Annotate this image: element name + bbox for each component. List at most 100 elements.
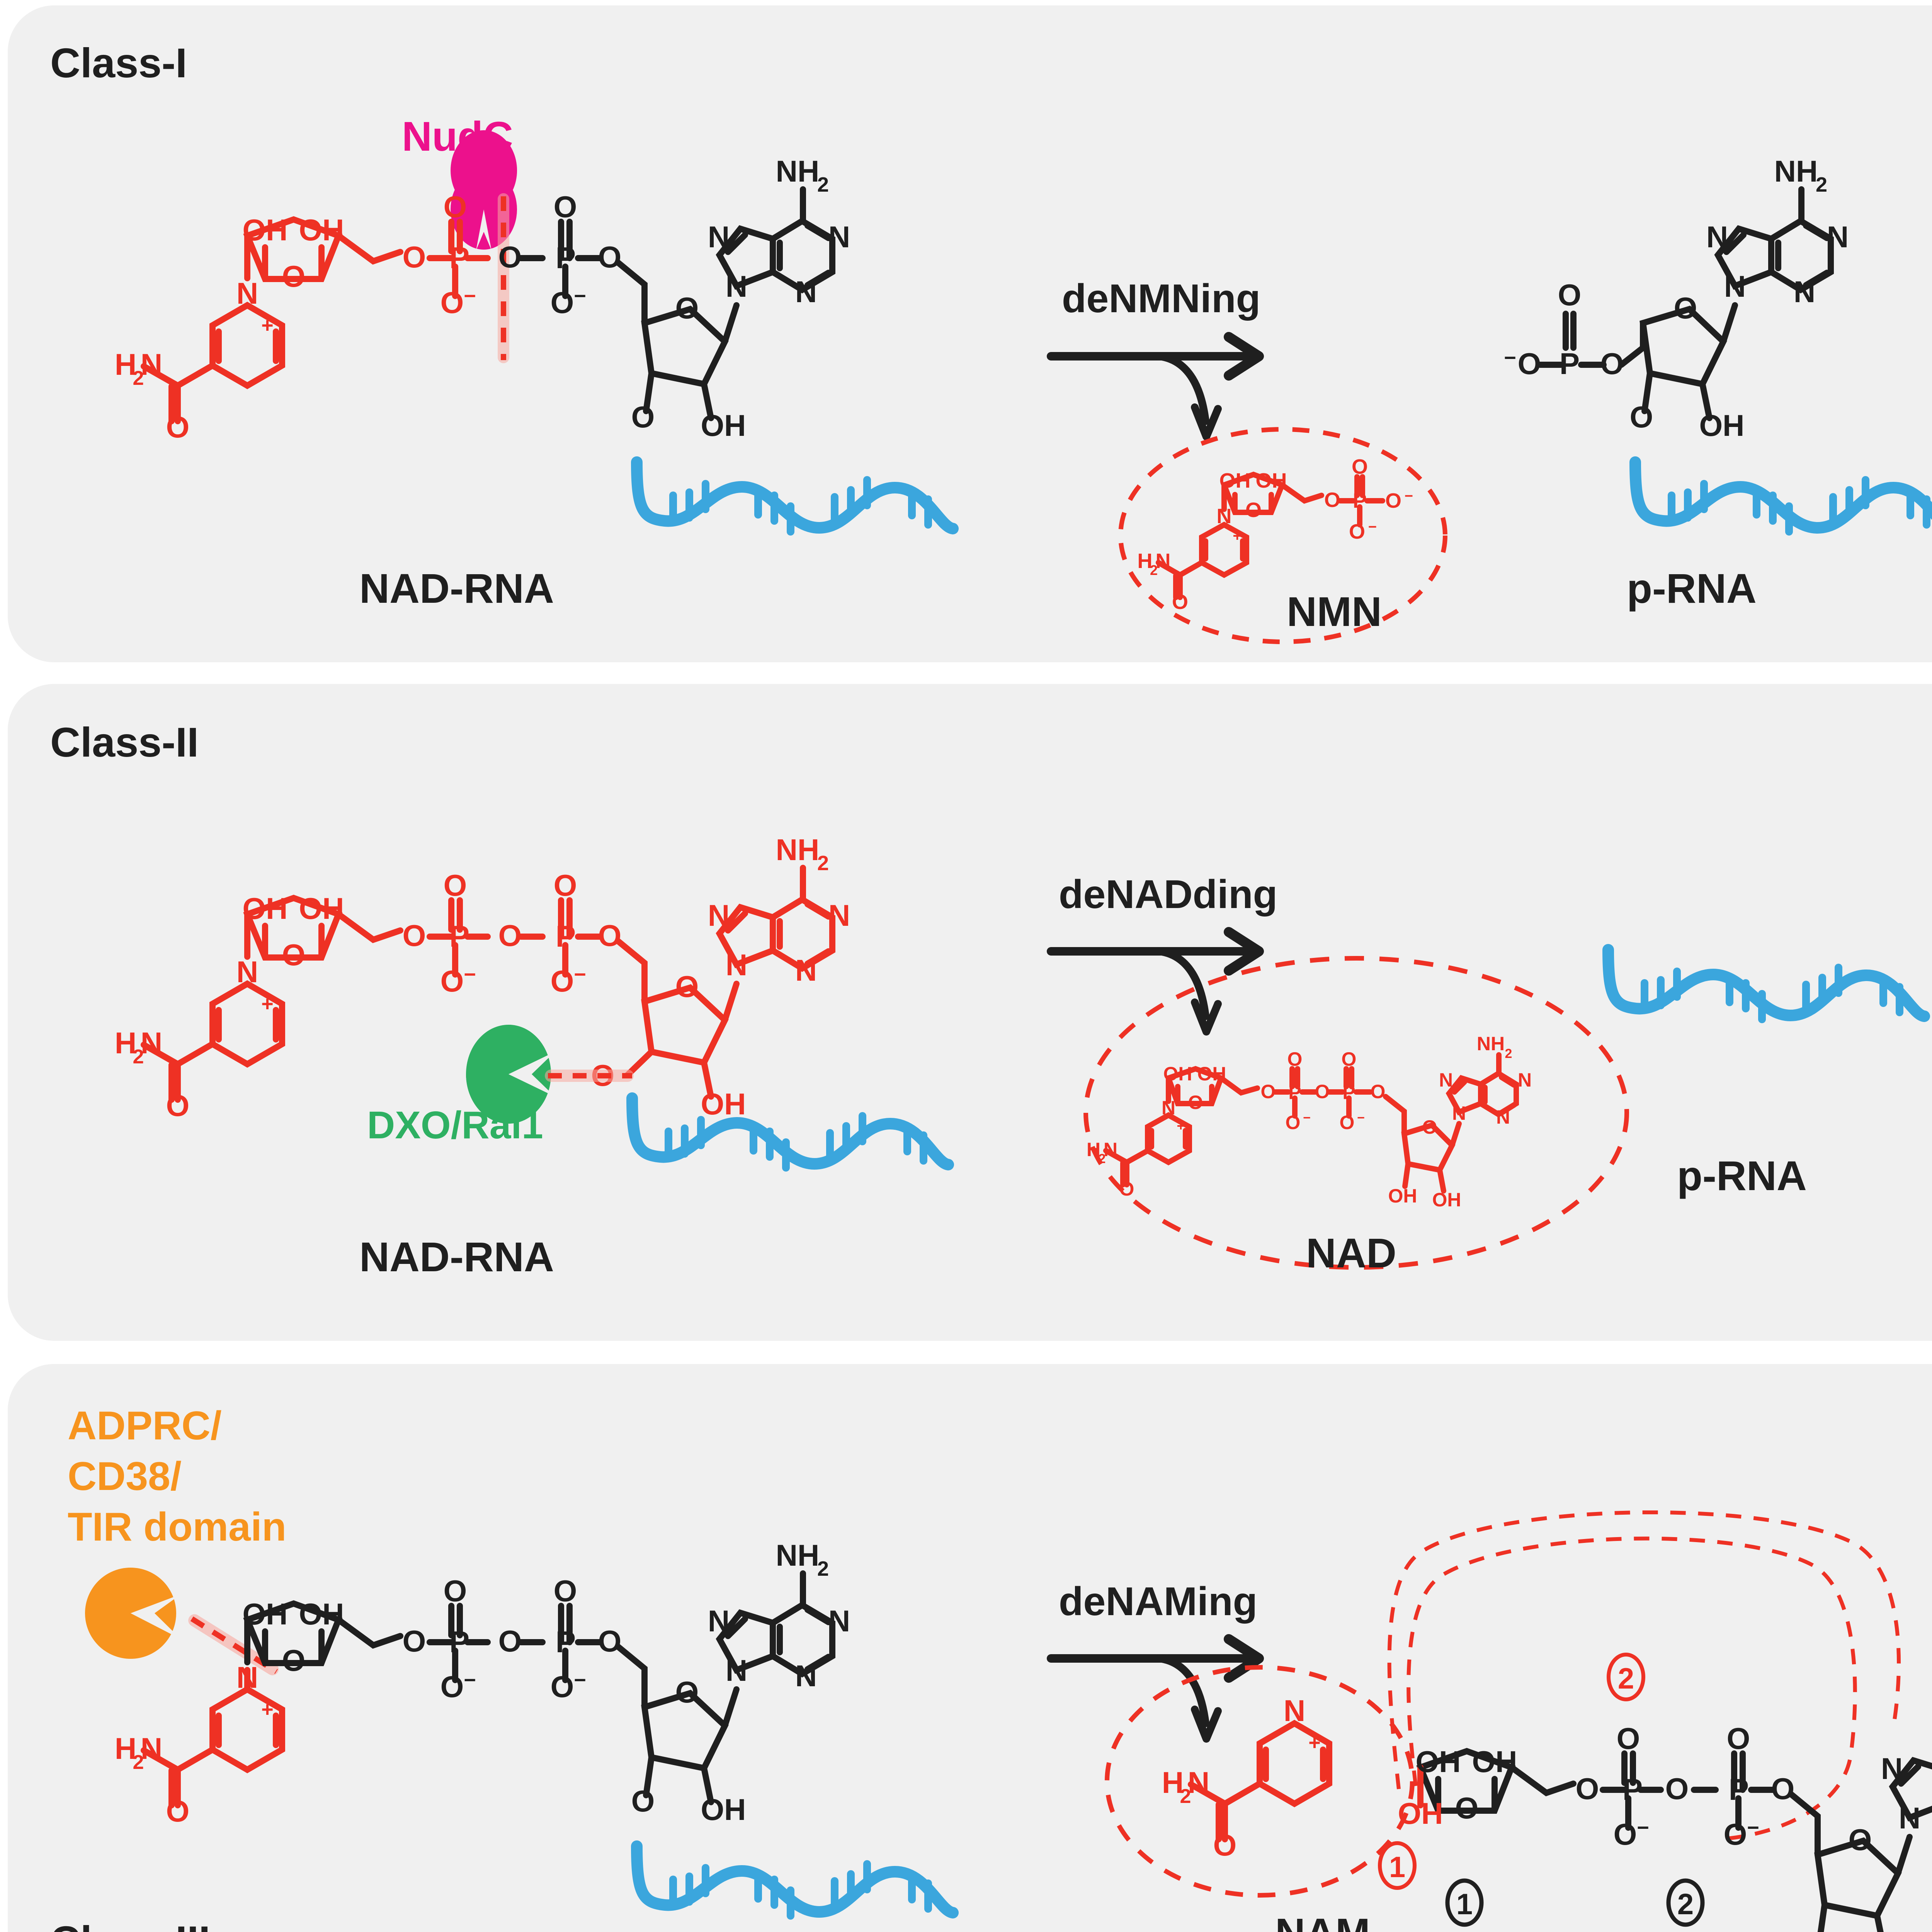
cleavage-marker-class2 xyxy=(545,1070,634,1082)
svg-text:OH: OH xyxy=(1256,469,1287,492)
svg-text:N: N xyxy=(1104,1139,1117,1160)
svg-text:P: P xyxy=(556,241,576,275)
svg-text:−: − xyxy=(574,284,586,308)
svg-text:2: 2 xyxy=(1505,1046,1512,1061)
svg-text:O: O xyxy=(1245,498,1262,522)
reaction-arrow-2 xyxy=(1047,927,1264,1036)
svg-text:OH: OH xyxy=(1432,1189,1461,1211)
svg-text:O: O xyxy=(1119,1178,1134,1200)
svg-text:N: N xyxy=(828,220,850,254)
rna-product-label-1: p-RNA xyxy=(1627,565,1757,612)
svg-text:N: N xyxy=(141,1731,162,1765)
svg-text:2: 2 xyxy=(1618,1662,1634,1695)
cleavage-marker-class1 xyxy=(498,193,509,363)
svg-text:N: N xyxy=(236,1660,258,1694)
svg-text:OH: OH xyxy=(1388,1185,1417,1207)
enzyme-label-line-2: CD38/ xyxy=(68,1454,182,1499)
svg-text:OH: OH xyxy=(1219,469,1251,492)
released-label-3: NAM xyxy=(1275,1909,1370,1932)
svg-text:2: 2 xyxy=(1677,1888,1694,1921)
svg-text:N: N xyxy=(795,275,817,309)
enzyme-label-adprc: ADPRC/ CD38/ TIR domain xyxy=(68,1401,286,1553)
prna-product-1 xyxy=(1537,186,1834,421)
svg-text:H: H xyxy=(115,1731,136,1765)
svg-text:P: P xyxy=(1729,1772,1749,1806)
svg-text:H: H xyxy=(1087,1139,1100,1160)
svg-text:O: O xyxy=(403,1624,426,1658)
svg-text:2: 2 xyxy=(1180,1785,1191,1808)
svg-text:2: 2 xyxy=(1150,562,1158,578)
svg-text:OH: OH xyxy=(299,891,344,925)
svg-text:O: O xyxy=(166,410,190,444)
svg-text:NH: NH xyxy=(776,833,820,867)
nicotinamide-red-labels-3: N + H2N O xyxy=(115,1660,274,1828)
svg-text:N: N xyxy=(1439,1069,1453,1091)
svg-text:2: 2 xyxy=(133,1046,144,1068)
svg-text:O: O xyxy=(551,1670,574,1704)
svg-text:O: O xyxy=(440,1670,464,1704)
svg-text:N: N xyxy=(726,269,747,303)
svg-text:P: P xyxy=(1342,1082,1355,1103)
svg-text:+: + xyxy=(1177,1118,1185,1134)
reaction-label-1: deNMNing xyxy=(1062,276,1260,321)
adenosine-atom-labels: O P O O− O O O OH N N N N NH2 xyxy=(498,154,850,442)
svg-text:O: O xyxy=(1614,1817,1637,1851)
svg-text:P: P xyxy=(449,1625,469,1659)
svg-text:O: O xyxy=(1849,1823,1872,1857)
svg-text:OH: OH xyxy=(701,408,746,442)
svg-text:O: O xyxy=(166,1794,190,1828)
svg-text:O: O xyxy=(440,286,464,320)
svg-text:OH: OH xyxy=(243,891,288,925)
svg-text:O: O xyxy=(675,1675,699,1709)
svg-text:N: N xyxy=(708,1604,730,1638)
svg-text:OH: OH xyxy=(243,1597,288,1631)
svg-text:O: O xyxy=(1665,1772,1689,1806)
rna-wave-substrate-3 xyxy=(631,1840,959,1920)
adpr-rna-product xyxy=(1416,1748,1932,1932)
svg-text:N: N xyxy=(1496,1106,1510,1128)
svg-text:−: − xyxy=(1637,1816,1649,1839)
adpr-rna-black-labels-3: OH OH O O P O O− O P O O− O O O OH N N N… xyxy=(243,1538,850,1827)
svg-text:O: O xyxy=(1558,278,1582,312)
svg-text:O: O xyxy=(551,286,574,320)
rna-wave-product-1 xyxy=(1629,456,1932,536)
svg-text:N: N xyxy=(708,220,730,254)
svg-text:O: O xyxy=(444,1574,467,1608)
svg-text:OH: OH xyxy=(701,1793,746,1827)
svg-text:OH: OH xyxy=(1163,1063,1192,1085)
svg-text:O: O xyxy=(1617,1721,1640,1755)
nam-structure xyxy=(1188,1719,1332,1842)
nam-labels: N + H2N O xyxy=(1162,1694,1321,1862)
svg-text:O: O xyxy=(1213,1828,1237,1862)
svg-text:OH: OH xyxy=(299,213,344,247)
svg-text:−: − xyxy=(1405,488,1413,504)
substrate-label-1: NAD-RNA xyxy=(359,565,554,612)
svg-text:+: + xyxy=(1233,527,1242,544)
svg-text:NH: NH xyxy=(1477,1033,1505,1054)
svg-text:N: N xyxy=(1162,1097,1175,1119)
reaction-arrow-3 xyxy=(1047,1634,1264,1743)
svg-text:O: O xyxy=(631,1784,655,1818)
reaction-arrow-1 xyxy=(1047,332,1264,440)
svg-text:O: O xyxy=(498,1624,522,1658)
svg-text:N: N xyxy=(1706,220,1728,254)
svg-text:P: P xyxy=(449,241,469,275)
svg-text:O: O xyxy=(1172,590,1188,614)
rna-wave-substrate-2 xyxy=(626,1092,954,1172)
svg-text:H: H xyxy=(115,1026,136,1060)
svg-text:N: N xyxy=(236,276,258,310)
svg-text:OH: OH xyxy=(1197,1063,1226,1085)
reaction-label-3: deNAMing xyxy=(1059,1579,1257,1624)
svg-text:2: 2 xyxy=(1099,1151,1106,1166)
markers-black-legend: 1 2 3 xyxy=(1445,1878,1705,1927)
svg-text:OH: OH xyxy=(243,213,288,247)
svg-text:N: N xyxy=(1284,1694,1305,1728)
svg-text:N: N xyxy=(1881,1752,1903,1786)
svg-text:N: N xyxy=(1899,1801,1920,1835)
released-label-1: NMN xyxy=(1287,588,1382,635)
svg-text:O: O xyxy=(1349,520,1365,543)
marker-2-red: 2 xyxy=(1607,1653,1645,1701)
svg-text:O: O xyxy=(1600,347,1624,381)
svg-text:P: P xyxy=(1622,1772,1643,1806)
svg-text:+: + xyxy=(261,314,274,337)
